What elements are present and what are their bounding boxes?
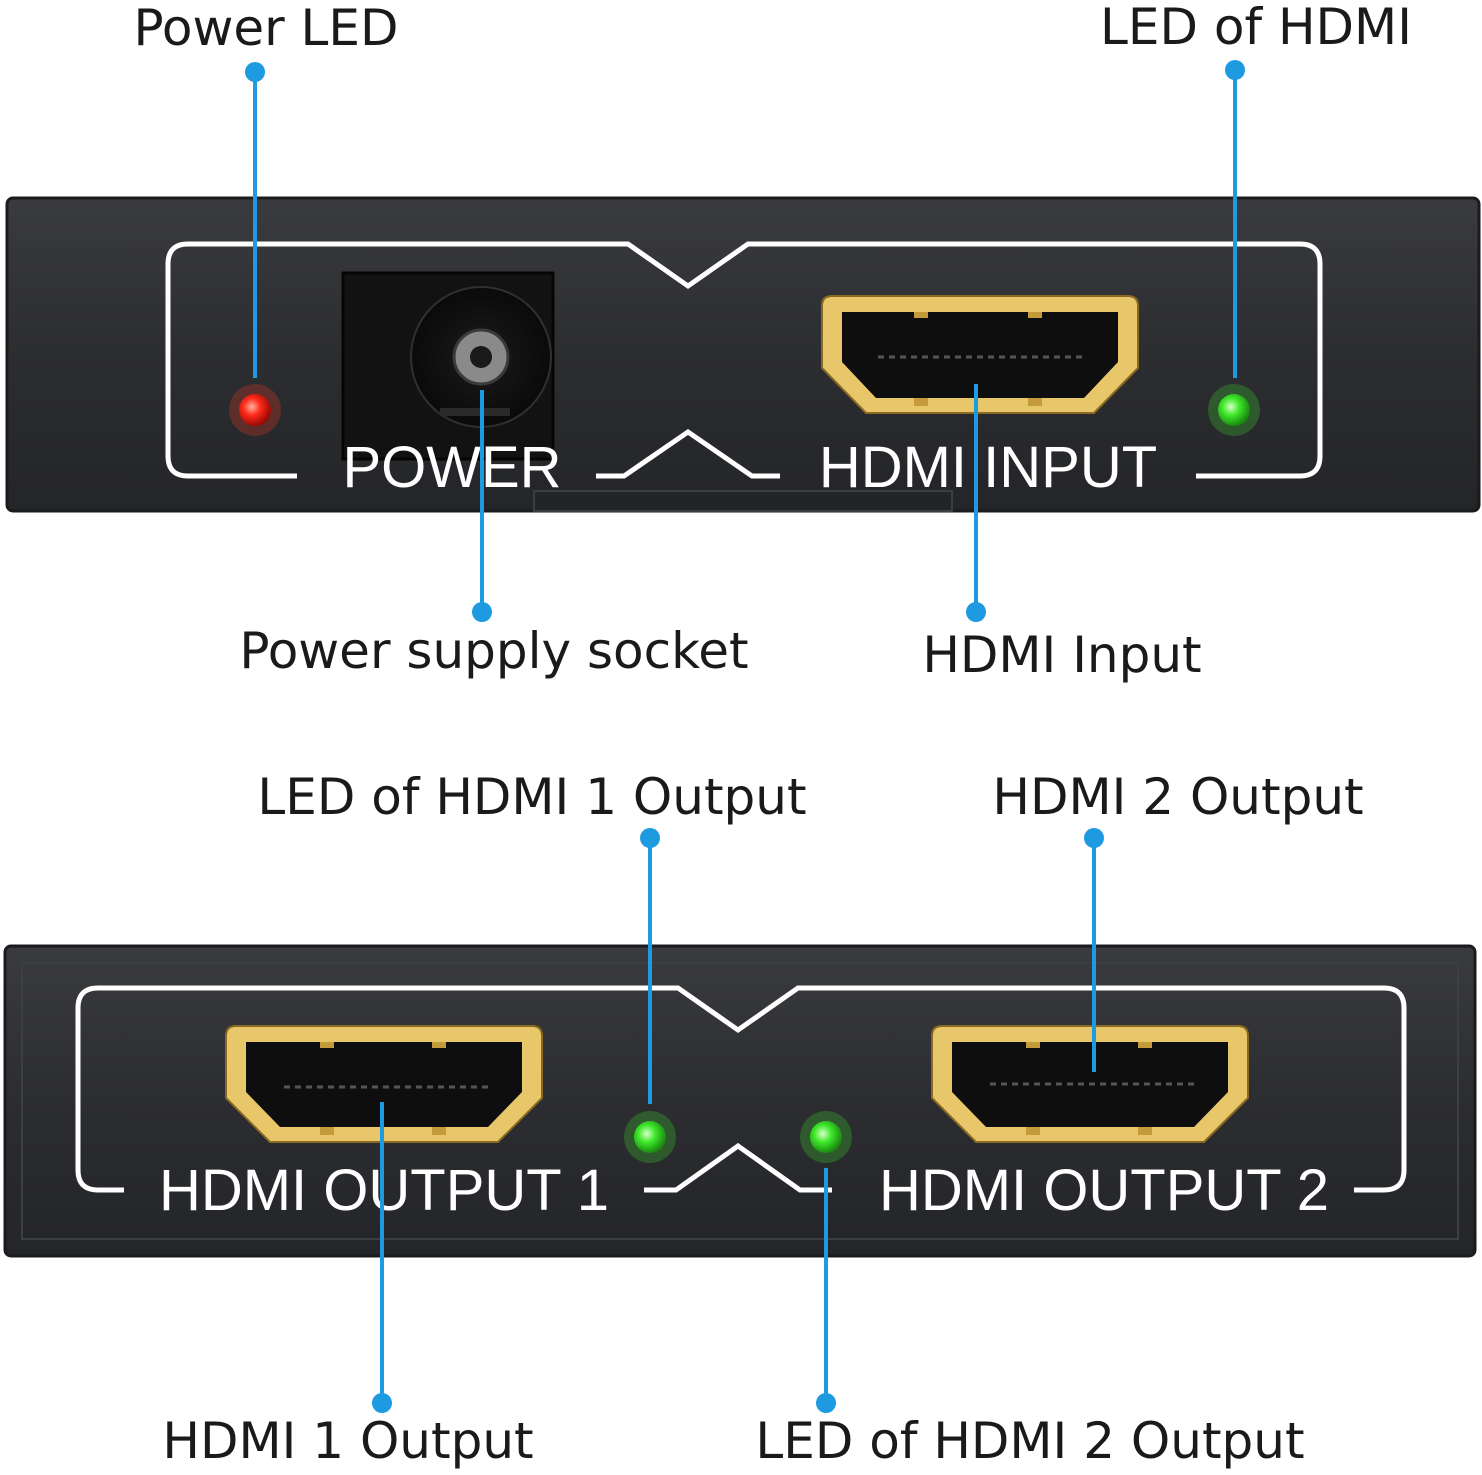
hdmi-output-2-led — [810, 1121, 842, 1153]
socket-pin — [470, 346, 492, 368]
port-tab — [320, 1127, 334, 1135]
leader-led-hdmi1-output — [640, 828, 660, 1104]
callout-hdmi1-output: HDMI 1 Output — [162, 1412, 533, 1470]
case-inner-bevel — [21, 962, 1459, 1240]
callout-power-led: Power LED — [133, 0, 398, 57]
hdmi-input-led — [1218, 394, 1250, 426]
callout-hdmi-input: HDMI Input — [922, 626, 1201, 684]
leader-led-hdmi2-output — [816, 1168, 836, 1413]
port-tab — [1138, 1127, 1152, 1135]
port-tab — [320, 1042, 334, 1048]
port-tab — [1138, 1042, 1152, 1048]
socket-slot — [440, 408, 510, 416]
leader-led-of-hdmi — [1225, 60, 1245, 378]
output-outline-notch — [644, 1142, 832, 1193]
device-case-bottom — [3, 944, 1477, 1258]
panel-outline-notch — [596, 428, 780, 479]
power-label: POWER — [342, 435, 561, 500]
output-side-panel: HDMI OUTPUT 1 HDMI OUTPUT 2 — [3, 944, 1477, 1258]
callout-labels: Power LED LED of HDMI Power supply socke… — [133, 0, 1411, 1470]
port-tab — [432, 1127, 446, 1135]
port-tab — [432, 1042, 446, 1048]
leader-hdmi-input — [966, 384, 986, 622]
leader-hdmi2-output — [1084, 828, 1104, 1072]
leader-lines — [245, 60, 1245, 1413]
hdmi-output-2-label: HDMI OUTPUT 2 — [879, 1158, 1329, 1223]
leader-hdmi1-output — [372, 1102, 392, 1413]
port-tab — [1026, 1127, 1040, 1135]
callout-power-supply-socket: Power supply socket — [239, 622, 748, 680]
hdmi-input-label: HDMI INPUT — [819, 435, 1157, 500]
hdmi-input-port-cavity — [842, 312, 1118, 398]
hdmi-output-1-led — [634, 1121, 666, 1153]
leader-power-led — [245, 62, 265, 378]
callout-led-of-hdmi: LED of HDMI — [1100, 0, 1412, 56]
panel-outline-frame — [165, 241, 1323, 479]
port-tab — [1028, 312, 1042, 318]
power-led — [239, 394, 271, 426]
port-tab — [914, 398, 928, 406]
callout-led-hdmi2-output: LED of HDMI 2 Output — [755, 1412, 1304, 1470]
callout-hdmi2-output: HDMI 2 Output — [992, 768, 1363, 826]
port-tab — [1028, 398, 1042, 406]
port-tab — [914, 312, 928, 318]
leader-power-supply-socket — [472, 390, 492, 622]
hdmi-output-1-cavity — [246, 1042, 522, 1127]
callout-led-hdmi1-output: LED of HDMI 1 Output — [257, 768, 806, 826]
output-outline-frame — [75, 985, 1407, 1193]
port-tab — [1026, 1042, 1040, 1048]
case-seam — [533, 490, 953, 512]
input-side-panel: POWER HDMI INPUT — [5, 196, 1481, 513]
